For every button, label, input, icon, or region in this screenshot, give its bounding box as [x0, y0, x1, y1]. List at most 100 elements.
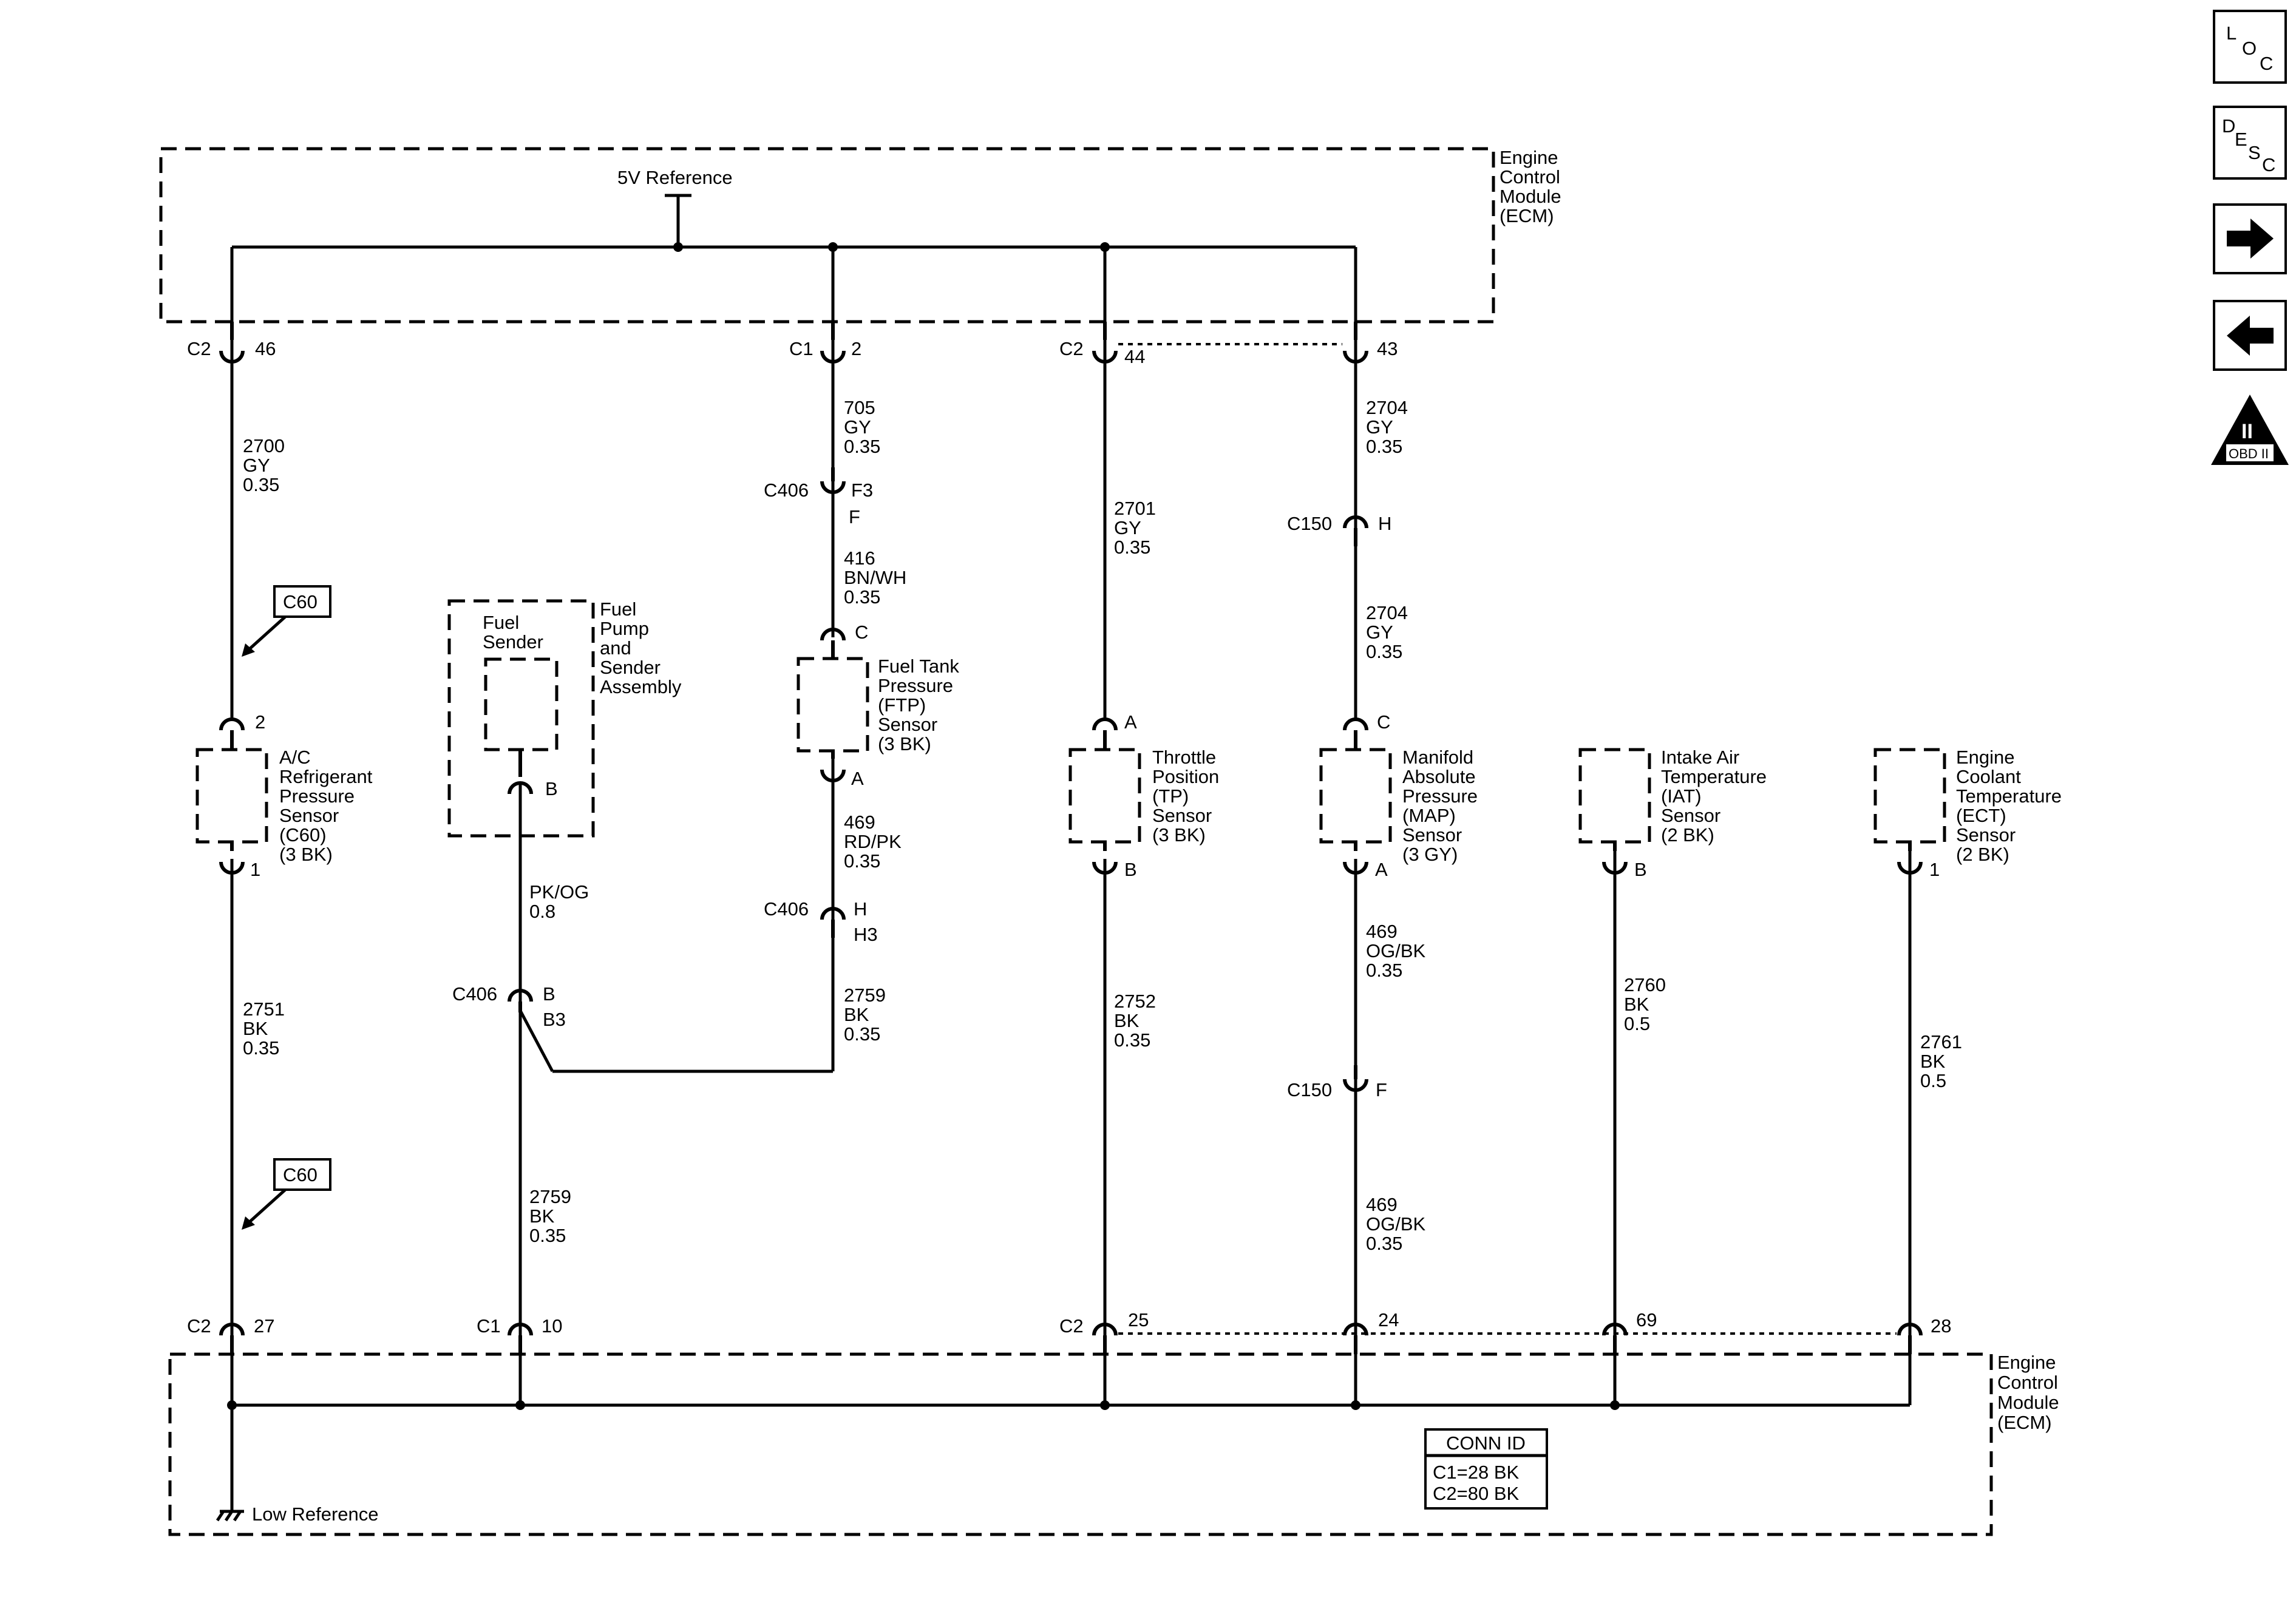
- wire-labels: 2700 GY 0.35 2751 BK 0.35 705 GY 0.35 41…: [243, 397, 1962, 1254]
- ect-sensor: 1 Engine Coolant Temperature (ECT) Senso…: [1873, 747, 2062, 880]
- wire-469og1-color: OG/BK: [1366, 940, 1426, 961]
- top-connectors: C2 46 C1 2 C2 44 43: [187, 322, 1398, 367]
- ect-label-6: (2 BK): [1956, 844, 2009, 865]
- pump-pin: B: [545, 778, 558, 799]
- wire-469og2-circuit: 469: [1366, 1194, 1398, 1215]
- wire-2704a-circuit: 2704: [1366, 397, 1408, 418]
- inline-connectors: C406 F3 F C406 H H3 C406 B B3 C150 H C15…: [452, 467, 1391, 1100]
- bottom-conn-1-id: C2: [187, 1315, 211, 1337]
- wire-2704b-circuit: 2704: [1366, 602, 1408, 623]
- bottom-conn-4-pin: 24: [1378, 1309, 1399, 1331]
- wire-469og1-circuit: 469: [1366, 921, 1398, 942]
- nav-buttons: L O C D E S C II OBD II: [2211, 10, 2289, 465]
- tp-label-5: (3 BK): [1152, 824, 1206, 846]
- iat-label-1: Intake Air: [1661, 747, 1739, 768]
- loc-button[interactable]: L O C: [2213, 10, 2287, 84]
- wire-2704b-color: GY: [1366, 622, 1393, 643]
- bottom-conn-5-pin: 69: [1636, 1309, 1657, 1331]
- wire-2700-size: 0.35: [243, 474, 279, 495]
- wire-2761-color: BK: [1920, 1051, 1946, 1072]
- wire-2751-circuit: 2751: [243, 998, 285, 1020]
- wire-2700-color: GY: [243, 455, 270, 476]
- wire-705-size: 0.35: [844, 436, 880, 457]
- wire-2759a-color: BK: [844, 1004, 869, 1025]
- wire-2761-size: 0.5: [1920, 1070, 1946, 1091]
- ecm-top-label-4: (ECM): [1500, 205, 1554, 226]
- ecm-top-module: Engine Control Module (ECM) 5V Reference: [159, 147, 1561, 324]
- c406-b-p2: B3: [543, 1009, 566, 1030]
- ac-label-3: Pressure: [279, 785, 355, 807]
- ftp-top-pin: C: [855, 622, 868, 643]
- bottom-conn-6-pin: 28: [1931, 1315, 1951, 1337]
- wire-2760-circuit: 2760: [1624, 974, 1666, 995]
- ac-label-1: A/C: [279, 747, 311, 768]
- ect-label-3: Temperature: [1956, 785, 2062, 807]
- wire-416-color: BN/WH: [844, 567, 906, 588]
- bottom-conn-2-id: C1: [477, 1315, 501, 1337]
- left-arrow-icon: [2227, 316, 2274, 356]
- wire-2752-size: 0.35: [1114, 1029, 1150, 1051]
- top-conn-3-pin: 44: [1124, 346, 1145, 367]
- wire-2752-color: BK: [1114, 1010, 1140, 1031]
- iat-bottom-pin: B: [1634, 859, 1647, 880]
- iat-label-2: Temperature: [1661, 766, 1767, 787]
- iat-label-3: (IAT): [1661, 785, 1702, 807]
- c60-reference-upper[interactable]: C60: [242, 585, 331, 657]
- ac-bottom-pin: 1: [250, 859, 260, 880]
- conn-id-c2: C2=80 BK: [1433, 1483, 1520, 1504]
- wire-2760-size: 0.5: [1624, 1013, 1650, 1034]
- ftp-label-2: Pressure: [878, 675, 953, 696]
- pump-label-5: Assembly: [600, 676, 682, 697]
- tp-label-4: Sensor: [1152, 805, 1212, 826]
- ftp-label-1: Fuel Tank: [878, 656, 959, 677]
- ftp-bottom-pin: A: [851, 768, 864, 789]
- ac-label-5: (C60): [279, 824, 327, 846]
- c150-h-conn: C150: [1287, 513, 1332, 534]
- wire-pkog-color: PK/OG: [529, 881, 589, 903]
- c60-reference-lower[interactable]: C60: [242, 1158, 331, 1230]
- c60-reference-upper-label: C60: [283, 591, 318, 612]
- wire-2751-color: BK: [243, 1018, 268, 1039]
- wire-2759a-circuit: 2759: [844, 985, 886, 1006]
- pump-label-2: Pump: [600, 618, 649, 639]
- next-arrow-button[interactable]: [2213, 203, 2287, 274]
- ect-label-1: Engine: [1956, 747, 2015, 768]
- c150-f-conn: C150: [1287, 1079, 1332, 1100]
- bottom-conn-2-pin: 10: [542, 1315, 562, 1337]
- iat-sensor: B Intake Air Temperature (IAT) Sensor (2…: [1578, 747, 1767, 880]
- map-bottom-pin: A: [1375, 859, 1388, 880]
- sender-label-2: Sender: [483, 631, 543, 653]
- obd-roman: II: [2241, 420, 2253, 443]
- c406-h-p2: H3: [854, 924, 878, 945]
- tp-label-1: Throttle: [1152, 747, 1216, 768]
- obd-ii-button[interactable]: II OBD II: [2211, 395, 2289, 465]
- bottom-conn-1-pin: 27: [254, 1315, 274, 1337]
- wire-2752-circuit: 2752: [1114, 991, 1156, 1012]
- right-arrow-icon: [2227, 219, 2274, 259]
- prev-arrow-button[interactable]: [2213, 300, 2287, 371]
- wire-416-size: 0.35: [844, 586, 880, 608]
- ac-label-6: (3 BK): [279, 844, 333, 865]
- desc-button[interactable]: D E S C: [2213, 106, 2287, 180]
- ecm-bottom-label-1: Engine: [1997, 1352, 2056, 1373]
- top-conn-3-id: C2: [1059, 338, 1084, 359]
- ecm-bottom-label-4: (ECM): [1997, 1412, 2052, 1433]
- wire-2759b-size: 0.35: [529, 1225, 566, 1246]
- loc-letter-o: O: [2242, 38, 2257, 59]
- wire-2759a-size: 0.35: [844, 1023, 880, 1045]
- ecm-bottom-module: Engine Control Module (ECM) Low Referenc…: [168, 1352, 2059, 1536]
- wire-2751-size: 0.35: [243, 1037, 279, 1059]
- ect-label-5: Sensor: [1956, 824, 2016, 846]
- conn-id-title: CONN ID: [1446, 1432, 1526, 1454]
- c406-f-conn: C406: [764, 480, 809, 501]
- tp-label-2: Position: [1152, 766, 1219, 787]
- ecm-top-label-2: Control: [1500, 166, 1560, 188]
- tp-top-pin: A: [1124, 711, 1137, 733]
- ect-label-4: (ECT): [1956, 805, 2006, 826]
- c150-f-p1: F: [1376, 1079, 1387, 1100]
- c406-h-conn: C406: [764, 898, 809, 920]
- pump-label-3: and: [600, 637, 631, 659]
- loc-letter-l: L: [2226, 22, 2237, 44]
- ac-label-2: Refrigerant: [279, 766, 373, 787]
- c406-h-p1: H: [854, 898, 867, 920]
